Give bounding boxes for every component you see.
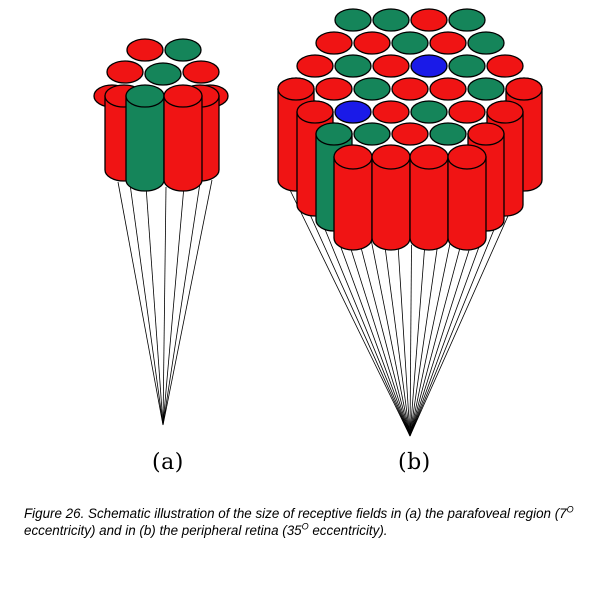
convergence-line [409, 242, 426, 437]
cone-cap [429, 77, 467, 101]
convergence-line [409, 189, 520, 437]
caption-text-3: eccentricity). [308, 523, 388, 538]
cone-cap [106, 60, 144, 84]
cone-cap [448, 54, 486, 78]
convergence-line [330, 218, 411, 437]
cone-cap [409, 144, 449, 170]
cone-cap [125, 84, 165, 108]
cone-cap [296, 54, 334, 78]
cone-cap [410, 54, 448, 78]
cone-cap [296, 100, 334, 124]
convergence-line [316, 209, 411, 437]
cone-cap [467, 122, 505, 146]
cone-cap [505, 77, 543, 101]
cone-body [447, 156, 487, 251]
caption-text-1: Figure 26. Schematic illustration of the… [24, 506, 567, 521]
convergence-line [357, 233, 411, 437]
panel-a-cone-bundle [93, 38, 229, 426]
panel-b-cone-bundle [277, 8, 543, 437]
cone-cap [447, 144, 487, 170]
cone-cap [391, 31, 429, 55]
convergence-line [162, 182, 201, 426]
cone-cap [429, 122, 467, 146]
convergence-line [129, 183, 164, 426]
convergence-line [409, 218, 480, 437]
cone-cap [467, 77, 505, 101]
convergence-line [409, 244, 412, 437]
cone-cap [334, 54, 372, 78]
caption-degree-2: O [301, 521, 309, 532]
cone-cap [410, 8, 448, 32]
convergence-line [162, 186, 167, 426]
cone-cap [372, 54, 410, 78]
convergence-line [409, 226, 466, 437]
cone-cap [486, 54, 524, 78]
cone-cap [486, 100, 524, 124]
caption-degree-1: O [566, 504, 574, 515]
cone-cap [163, 84, 203, 108]
figure-caption: Figure 26. Schematic illustration of the… [24, 505, 594, 539]
convergence-line [162, 179, 213, 426]
convergence-line [117, 181, 164, 426]
cone-cap [315, 31, 353, 55]
panel-a-label: (a) [152, 450, 184, 475]
convergence-line [162, 185, 185, 426]
cone-cap [372, 8, 410, 32]
cone-body [333, 156, 373, 251]
convergence-line [384, 242, 411, 437]
caption-text-2: eccentricity) and in (b) the peripheral … [24, 523, 302, 538]
cone-cap [391, 77, 429, 101]
convergence-line [409, 233, 453, 437]
cone-cap [334, 8, 372, 32]
cone-cap [144, 62, 182, 86]
cone-body [371, 156, 411, 251]
convergence-line [145, 185, 164, 426]
cone-cap [315, 122, 353, 146]
convergence-line [303, 199, 411, 437]
convergence-line [370, 239, 411, 437]
cone-cap [371, 144, 411, 170]
cone-cap [391, 122, 429, 146]
convergence-line [409, 239, 439, 437]
cone-cap [333, 144, 373, 170]
cone-cap [448, 8, 486, 32]
cone-cap [334, 100, 372, 124]
cone-cap [429, 31, 467, 55]
cone-body [125, 95, 165, 192]
cone-cap [353, 122, 391, 146]
panel-b-label: (b) [398, 450, 431, 475]
cone-body [409, 156, 449, 251]
cone-cap [315, 77, 353, 101]
cone-cap [182, 60, 220, 84]
cone-cap [353, 77, 391, 101]
convergence-line [289, 189, 411, 437]
cone-cap [467, 31, 505, 55]
convergence-line [397, 244, 411, 437]
cone-cap [277, 77, 315, 101]
convergence-line [343, 226, 411, 437]
cone-body [163, 95, 203, 192]
cone-cap [164, 38, 202, 62]
cone-cap [353, 31, 391, 55]
cone-cap [448, 100, 486, 124]
cone-cap [126, 38, 164, 62]
cone-cap [372, 100, 410, 124]
cone-cap [410, 100, 448, 124]
receptive-field-diagram [93, 8, 543, 437]
convergence-line [409, 199, 507, 437]
